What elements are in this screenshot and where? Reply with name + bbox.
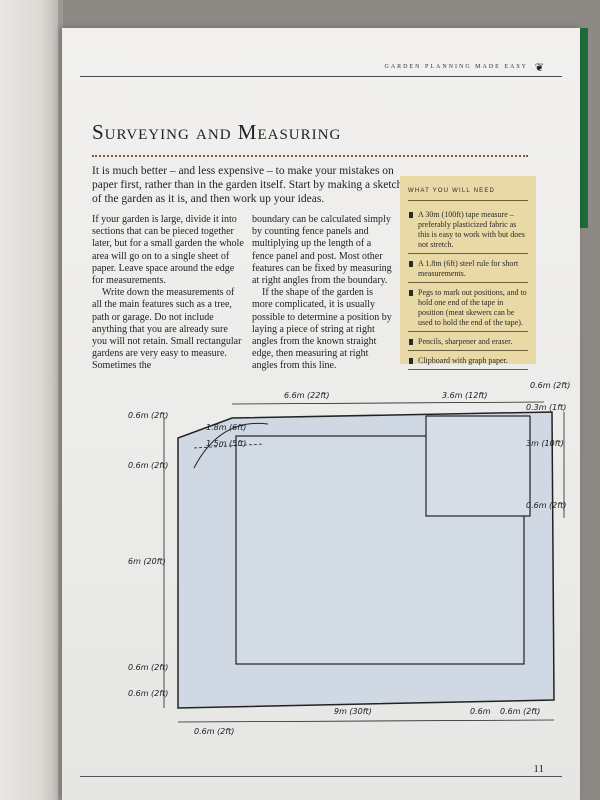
dimension-label: 3m (10ft) [526,439,564,448]
column-paragraph: boundary can be calculated simply by cou… [252,214,392,287]
dimension-label: 3.6m (12ft) [442,391,487,400]
text-column-2: boundary can be calculated simply by cou… [252,214,394,373]
list-item: A 1.8m (6ft) steel rule for short measur… [408,256,528,283]
dimension-label: 0.6m (2ft) [128,461,168,470]
what-you-need-box: What you will need A 30m (100ft) tape me… [400,176,536,370]
book-page: Garden Planning Made Easy ❦ Surveying an… [62,28,580,800]
column-paragraph: Write down the measurements of all the m… [92,287,242,372]
box-title: What you will need [408,184,528,201]
shed-area [425,415,531,517]
title-dotted-rule [92,155,528,157]
book-spine [58,0,63,800]
dimension-label: 6m (20ft) [128,557,166,566]
leaf-icon: ❦ [534,62,544,74]
dimension-label: 0.6m (2ft) [194,727,234,736]
intro-paragraph: It is much better – and less expensive –… [92,165,403,205]
dimension-label: 0.6m (2ft) [128,411,168,420]
measurement-arc [193,422,269,469]
cover-edge [578,28,588,228]
running-head: Garden Planning Made Easy [384,64,528,70]
dimension-label: 0.6m [470,707,491,716]
measurement-line [193,443,265,449]
dimension-label: 0.6m (2ft) [526,501,566,510]
list-item: Clipboard with graph paper. [408,353,528,370]
dimension-label: 9m (30ft) [334,707,372,716]
dimension-label: 0.6m (2ft) [500,707,540,716]
text-column-1: If your garden is large, divide it into … [92,214,244,373]
list-item: A 30m (100ft) tape measure – preferably … [408,207,528,254]
dimension-label: 0.6m (2ft) [128,689,168,698]
list-item: Pegs to mark out positions, and to hold … [408,285,528,332]
dimension-line-bottom [177,719,555,723]
header-rule [80,76,562,77]
list-item: Pencils, sharpener and eraser. [408,334,528,351]
garden-plan-sketch: 6.6m (22ft) 3.6m (12ft) 0.6m (2ft) 0.3m … [128,381,570,736]
dimension-label: 0.3m (1ft) [526,403,566,412]
column-paragraph: If your garden is large, divide it into … [92,214,244,287]
dimension-label: 0.6m (2ft) [128,663,168,672]
footer-rule [80,776,562,777]
facing-page-edge [0,0,60,800]
dimension-label: 1.8m (6ft) [206,423,246,432]
dimension-label: 6.6m (22ft) [284,391,329,400]
dimension-line-top [231,401,545,405]
column-paragraph: If the shape of the garden is more compl… [252,287,392,372]
page-number: 11 [533,763,544,775]
dimension-label: 1.5m (5ft) [206,439,246,448]
page-title: Surveying and Measuring [92,120,342,144]
dimension-label: 0.6m (2ft) [530,381,570,390]
